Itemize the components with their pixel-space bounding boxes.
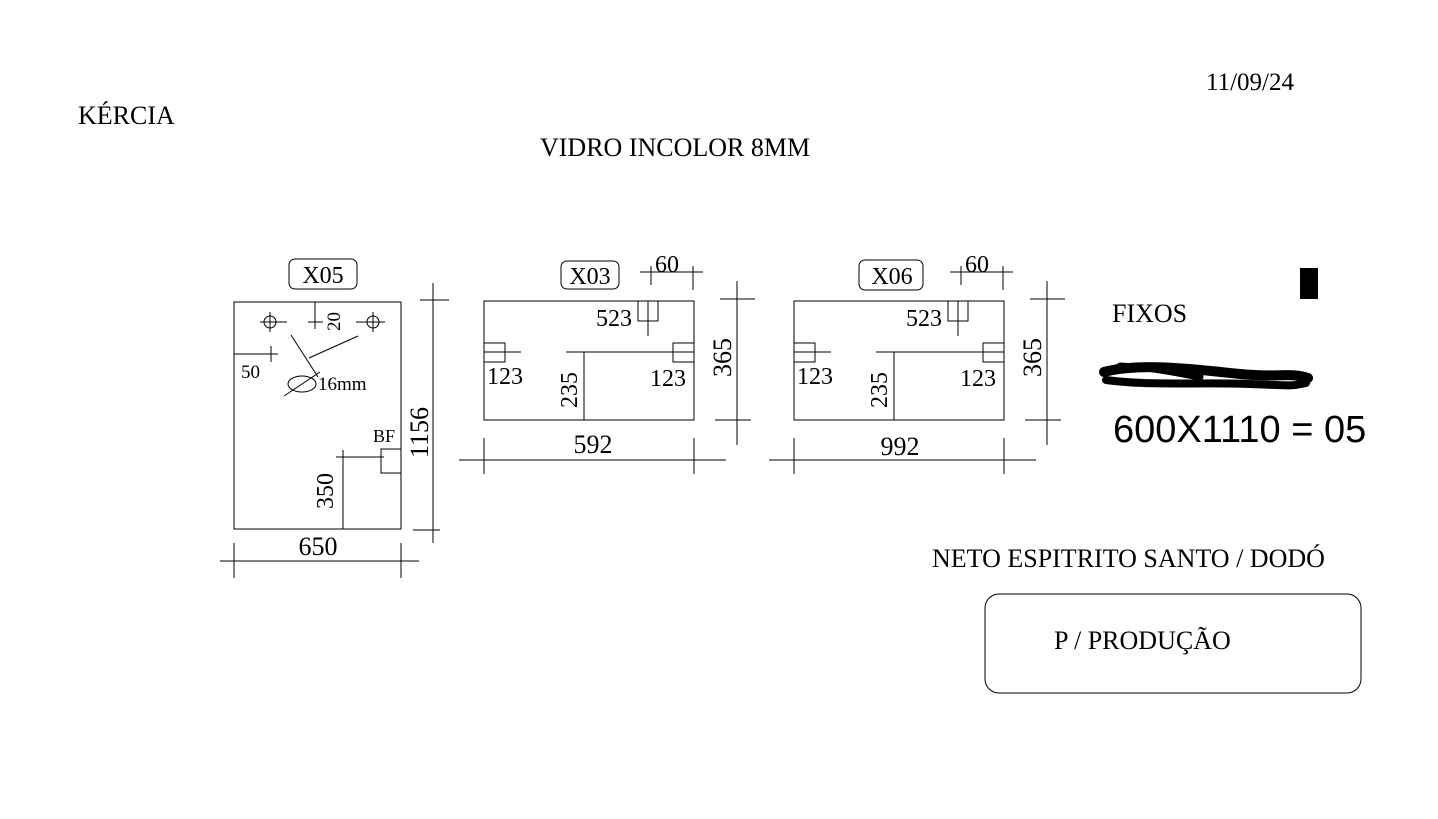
glass-outline [483, 300, 695, 421]
dim-top-notch-pos: 523 [906, 306, 942, 332]
dim-height: 365 [1018, 338, 1047, 377]
dim-top-notch: 60 [655, 252, 679, 278]
dim-width: 650 [299, 532, 338, 561]
dim-left-notch: 123 [487, 364, 523, 390]
piece-x06: X06 60 523 123 123 235 365 992 [769, 252, 1065, 474]
piece-tag-box [858, 259, 924, 291]
piece-tag-box [560, 260, 620, 290]
dim-bf-height: 350 [313, 473, 339, 509]
bf-notch [380, 448, 402, 474]
piece-tag-box [288, 258, 358, 290]
dim-height: 1156 [405, 407, 434, 458]
dim-hole-top: 50 [241, 362, 260, 383]
glass-outline [233, 301, 402, 530]
dim-width: 992 [881, 432, 920, 461]
dim-left-notch: 123 [797, 364, 833, 390]
fixos-title: FIXOS [1112, 299, 1187, 328]
dim-width: 592 [574, 430, 613, 459]
hole-left-icon [260, 312, 287, 332]
hole-right-icon [356, 312, 385, 332]
dim-top-notch: 60 [965, 252, 989, 278]
piece-x03: X03 60 523 123 123 235 365 592 [459, 252, 755, 474]
piece-tag: X05 [302, 263, 343, 289]
client-name: KÉRCIA [78, 101, 175, 130]
dim-right-notch: 123 [650, 366, 686, 392]
dim-top-notch-pos: 523 [596, 306, 632, 332]
material-title: VIDRO INCOLOR 8MM [540, 133, 810, 162]
dim-notch-height: 235 [557, 372, 583, 408]
fixos-section: FIXOS 600X1110 = 05 [1099, 268, 1366, 451]
piece-x05: X05 20 50 16mm BF [220, 258, 449, 578]
piece-tag: X03 [569, 264, 610, 290]
glass-outline [793, 300, 1005, 421]
date: 11/09/24 [1206, 69, 1294, 96]
dim-height: 365 [708, 338, 737, 377]
dim-right-notch: 123 [960, 366, 996, 392]
hole-diameter: 16mm [318, 374, 367, 395]
dim-hole-side: 20 [324, 312, 345, 331]
diameter-icon [283, 371, 321, 397]
piece-tag: X06 [871, 264, 912, 290]
production-stamp-box [984, 593, 1362, 694]
bf-label: BF [373, 426, 395, 446]
fixos-item: 600X1110 = 05 [1113, 409, 1366, 451]
scribble-mark [1099, 362, 1313, 390]
client-reference: NETO ESPITRITO SANTO / DODÓ [932, 544, 1325, 573]
dim-notch-height: 235 [867, 372, 893, 408]
production-stamp: P / PRODUÇÃO [1054, 626, 1231, 655]
marker-block [1300, 268, 1318, 299]
